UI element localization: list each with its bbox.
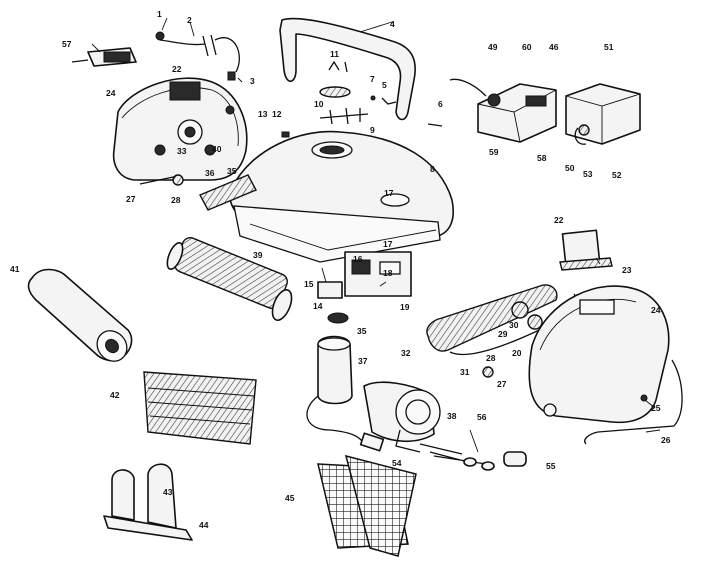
callout-40: 40 xyxy=(212,144,222,154)
power-supply-right xyxy=(565,83,641,145)
callout-52: 52 xyxy=(612,170,622,180)
callout-13: 13 xyxy=(258,109,268,119)
foam-roller xyxy=(27,268,133,362)
callout-55: 55 xyxy=(546,461,556,471)
callout-53: 53 xyxy=(583,169,593,179)
callout-28a: 28 xyxy=(171,195,181,205)
callout-27a: 27 xyxy=(126,194,136,204)
callout-24a: 24 xyxy=(106,88,116,98)
callout-1: 1 xyxy=(157,9,162,19)
callout-44: 44 xyxy=(199,520,209,530)
leader-lines xyxy=(91,17,661,453)
callout-27b: 27 xyxy=(497,379,507,389)
center-assembly xyxy=(306,251,412,452)
callout-labels: 1 2 3 4 5 6 7 8 9 10 11 12 13 14 15 16 1… xyxy=(10,9,671,530)
callout-56: 56 xyxy=(477,412,487,422)
callout-37: 37 xyxy=(358,356,368,366)
filter-bag xyxy=(143,371,257,445)
filter-base xyxy=(103,463,193,541)
grid-basket xyxy=(317,454,417,557)
callout-45: 45 xyxy=(285,493,295,503)
callout-28b: 28 xyxy=(486,353,496,363)
callout-11: 11 xyxy=(330,49,339,59)
power-supply-left xyxy=(449,78,557,143)
callout-30: 30 xyxy=(509,320,519,330)
callout-14: 14 xyxy=(313,301,323,311)
callout-15: 15 xyxy=(304,279,314,289)
callout-4: 4 xyxy=(390,19,395,29)
brush-roller xyxy=(166,237,293,321)
callout-50: 50 xyxy=(565,163,575,173)
callout-17b: 17 xyxy=(383,239,393,249)
handle xyxy=(279,17,416,121)
callout-8: 8 xyxy=(430,164,435,174)
callout-10: 10 xyxy=(314,99,324,109)
main-housing xyxy=(199,130,454,263)
callout-29: 29 xyxy=(498,329,508,339)
callout-9: 9 xyxy=(370,125,375,135)
callout-42: 42 xyxy=(110,390,120,400)
callout-39: 39 xyxy=(253,250,263,260)
connectors xyxy=(419,443,527,471)
callout-20: 20 xyxy=(512,348,522,358)
callout-46: 46 xyxy=(549,42,559,52)
callout-12: 12 xyxy=(272,109,282,119)
callout-26: 26 xyxy=(661,435,671,445)
callout-35a: 35 xyxy=(227,166,237,176)
pump-motor xyxy=(363,381,441,453)
callout-32: 32 xyxy=(401,348,411,358)
callout-38: 38 xyxy=(447,411,457,421)
callout-33: 33 xyxy=(177,146,187,156)
callout-3: 3 xyxy=(250,76,255,86)
callout-31: 31 xyxy=(460,367,470,377)
callout-18: 18 xyxy=(383,268,393,278)
callout-22a: 22 xyxy=(172,64,182,74)
callout-17a: 17 xyxy=(384,188,394,198)
callout-54: 54 xyxy=(392,458,402,468)
callout-58: 58 xyxy=(537,153,547,163)
left-side-plate xyxy=(112,77,248,186)
callout-2: 2 xyxy=(187,15,192,25)
right-side-plate xyxy=(528,229,683,445)
control-box-small xyxy=(71,47,137,67)
callout-24b: 24 xyxy=(651,305,661,315)
callout-5: 5 xyxy=(382,80,387,90)
callout-59: 59 xyxy=(489,147,499,157)
power-cord xyxy=(155,31,240,81)
callout-57: 57 xyxy=(62,39,72,49)
callout-16: 16 xyxy=(353,254,363,264)
callout-41: 41 xyxy=(10,264,20,274)
callout-19: 19 xyxy=(400,302,410,312)
callout-23: 23 xyxy=(622,265,632,275)
callout-36: 36 xyxy=(205,168,215,178)
callout-51: 51 xyxy=(604,42,614,52)
small-hardware-group xyxy=(281,60,443,138)
callout-22b: 22 xyxy=(554,215,564,225)
callout-60: 60 xyxy=(522,42,532,52)
callout-25: 25 xyxy=(651,403,661,413)
callout-6: 6 xyxy=(438,99,443,109)
callout-35b: 35 xyxy=(357,326,367,336)
callout-49: 49 xyxy=(488,42,498,52)
callout-43: 43 xyxy=(163,487,173,497)
callout-7: 7 xyxy=(370,74,375,84)
